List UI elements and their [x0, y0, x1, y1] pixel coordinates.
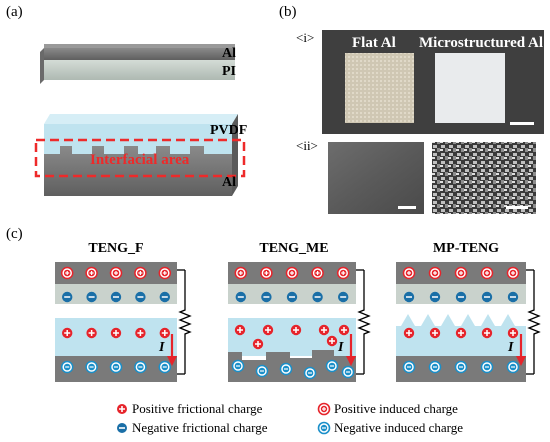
interfacial-area-label: Interfacial area: [90, 152, 190, 168]
photo-row-i: Flat Al Microstructured Al <i>: [296, 30, 544, 134]
device-title-teng-f: TENG_F: [88, 241, 143, 256]
current-arrow-head: [346, 356, 356, 366]
sem-flat-image: [328, 142, 424, 214]
resistor-wire: [357, 270, 371, 374]
legend-pos-frictional-text: Positive frictional charge: [132, 401, 263, 416]
schematic-top-stack: Al PI: [40, 44, 236, 84]
legend-neg-frictional-text: Negative frictional charge: [132, 420, 268, 435]
charge-sign: [458, 330, 464, 336]
legend-neg-induced: Negative induced charge: [317, 420, 463, 435]
charge-sign: [161, 330, 168, 336]
scale-bar-sem-micro: [506, 206, 528, 209]
charge-sign: [114, 271, 118, 275]
sem-micro-image: [432, 142, 536, 214]
pvdf-film: [228, 318, 356, 356]
micro-al-sample: [435, 53, 505, 123]
al-layer-top: [44, 48, 235, 60]
current-label: I: [507, 340, 514, 355]
row-ii-label: <ii>: [296, 138, 318, 153]
schematic-bottom-stack: Interfacial area PVDF Al: [34, 114, 247, 196]
pi-layer: [44, 60, 235, 80]
charge-sign: [510, 330, 516, 336]
current-arrow-head: [167, 356, 177, 366]
al-label-top: Al: [222, 46, 236, 61]
micro-pyramid: [461, 314, 475, 326]
charge-sign: [329, 338, 335, 344]
stack-side: [40, 48, 44, 84]
charge-sign: [162, 271, 167, 275]
device-3: I: [396, 262, 541, 382]
row-i-label: <i>: [296, 30, 314, 45]
legend: Positive frictional charge Negative fric…: [117, 401, 463, 435]
charge-sign: [290, 271, 294, 275]
charge-sign: [341, 327, 347, 333]
charge-sign: [137, 330, 144, 336]
charge-sign: [511, 271, 515, 275]
charge-sign: [459, 271, 463, 275]
micro-pyramid: [401, 314, 415, 326]
photo-row-ii: <ii>: [296, 138, 536, 214]
flat-al-sample: [345, 53, 414, 123]
charge-sign: [485, 271, 489, 275]
charge-sign: [255, 341, 261, 347]
charge-sign: [406, 330, 412, 336]
micro-pyramid: [501, 314, 515, 326]
panel-c-label: (c): [6, 226, 23, 242]
flat-al-label: Flat Al: [352, 35, 396, 51]
al-layer-bottom: [44, 146, 232, 196]
charge-sign: [88, 330, 95, 336]
micro-pyramid: [421, 314, 435, 326]
resistor-wire: [527, 270, 541, 374]
micro-pyramid: [441, 314, 455, 326]
charge-sign: [315, 271, 320, 275]
micro-al-label: Microstructured Al: [419, 35, 543, 51]
legend-neg-frictional: Negative frictional charge: [117, 420, 268, 435]
charge-sign: [138, 271, 143, 275]
charge-sign: [432, 330, 438, 336]
pvdf-top-face: [44, 114, 238, 124]
resistor-wire: [178, 270, 192, 374]
charge-sign: [65, 271, 70, 275]
charge-sign: [321, 327, 327, 333]
legend-pos-induced: Positive induced charge: [317, 401, 458, 416]
charge-sign: [89, 271, 94, 275]
pvdf-label: PVDF: [210, 123, 247, 138]
charge-sign: [341, 271, 346, 275]
device-1: I: [55, 262, 192, 382]
legend-pos-frictional: Positive frictional charge: [117, 401, 263, 416]
charge-sign: [64, 330, 71, 336]
charge-sign: [407, 271, 411, 275]
charge-sign: [237, 327, 243, 333]
current-label: I: [158, 340, 165, 355]
legend-neg-induced-text: Negative induced charge: [334, 420, 463, 435]
charge-sign: [265, 327, 271, 333]
charge-sign: [113, 330, 119, 336]
charge-sign: [264, 271, 269, 275]
device-title-mp-teng: MP-TENG: [433, 241, 499, 256]
panel-a-label: (a): [6, 4, 23, 20]
device-2: I: [228, 262, 371, 382]
device-title-teng-me: TENG_ME: [259, 241, 328, 256]
charge-sign: [238, 271, 243, 275]
current-label: I: [337, 340, 344, 355]
current-arrow-head: [516, 356, 526, 366]
al-label-bottom: Al: [222, 175, 236, 190]
legend-pos-induced-text: Positive induced charge: [334, 401, 458, 416]
charge-sign: [293, 327, 299, 333]
pi-label: PI: [222, 64, 236, 79]
scale-bar-photo: [510, 122, 534, 125]
panel-b-label: (b): [279, 4, 297, 20]
micro-pyramid: [481, 314, 495, 326]
interfacial-area-box: [34, 138, 246, 178]
charge-sign: [484, 330, 490, 336]
scale-bar-sem-flat: [398, 206, 416, 209]
al-top-face: [44, 44, 235, 48]
charge-sign: [433, 271, 437, 275]
